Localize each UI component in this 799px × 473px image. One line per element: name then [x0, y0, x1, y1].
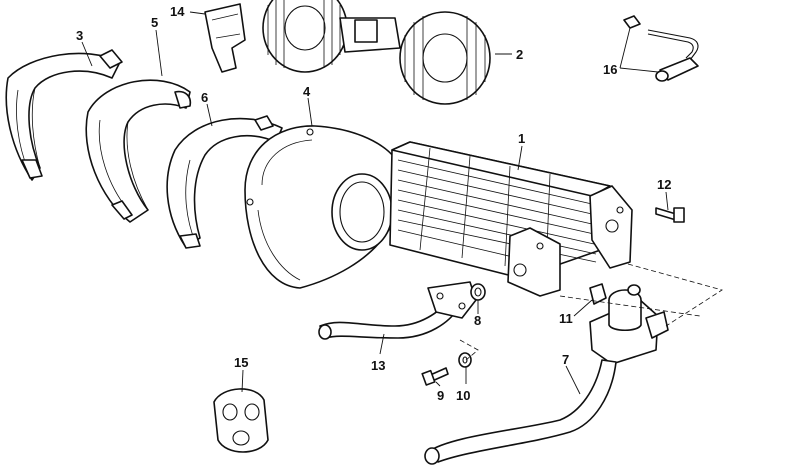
part-10-washer [458, 352, 472, 368]
part-11-clip [589, 283, 607, 305]
callout-1: 1 [518, 131, 525, 146]
part-16-valve-rod [623, 15, 699, 82]
callout-11: 11 [559, 311, 573, 326]
callout-6: 6 [201, 90, 208, 105]
part-2-blower-motor [262, 0, 491, 105]
part-15-grommet [213, 388, 269, 453]
callouts: 3 5 14 2 16 6 4 1 12 8 11 13 7 15 9 10 [76, 4, 671, 403]
part-12-screw [655, 207, 685, 223]
leader-lines [81, 11, 669, 395]
callout-12: 12 [657, 177, 671, 192]
part-4-blower-housing [244, 125, 396, 289]
callout-9: 9 [437, 388, 444, 403]
callout-2: 2 [516, 47, 523, 62]
callout-10: 10 [456, 388, 470, 403]
callout-8: 8 [474, 313, 481, 328]
part-3-cover [5, 49, 123, 181]
part-7-water-valve [424, 284, 669, 465]
callout-5: 5 [151, 15, 158, 30]
part-8-seal-ring [470, 283, 486, 301]
part-9-screw [421, 367, 449, 386]
callout-13: 13 [371, 358, 385, 373]
callout-3: 3 [76, 28, 83, 43]
part-1-heater-core [389, 141, 633, 297]
alignment-lines [459, 263, 723, 361]
callout-14: 14 [170, 4, 185, 19]
callout-7: 7 [562, 352, 569, 367]
callout-4: 4 [303, 84, 311, 99]
part-5-shell [85, 79, 192, 223]
part-14-bracket [204, 3, 246, 73]
callout-15: 15 [234, 355, 248, 370]
part-13-coolant-pipe [318, 281, 477, 340]
callout-16: 16 [603, 62, 617, 77]
part-6-ring [166, 115, 283, 249]
